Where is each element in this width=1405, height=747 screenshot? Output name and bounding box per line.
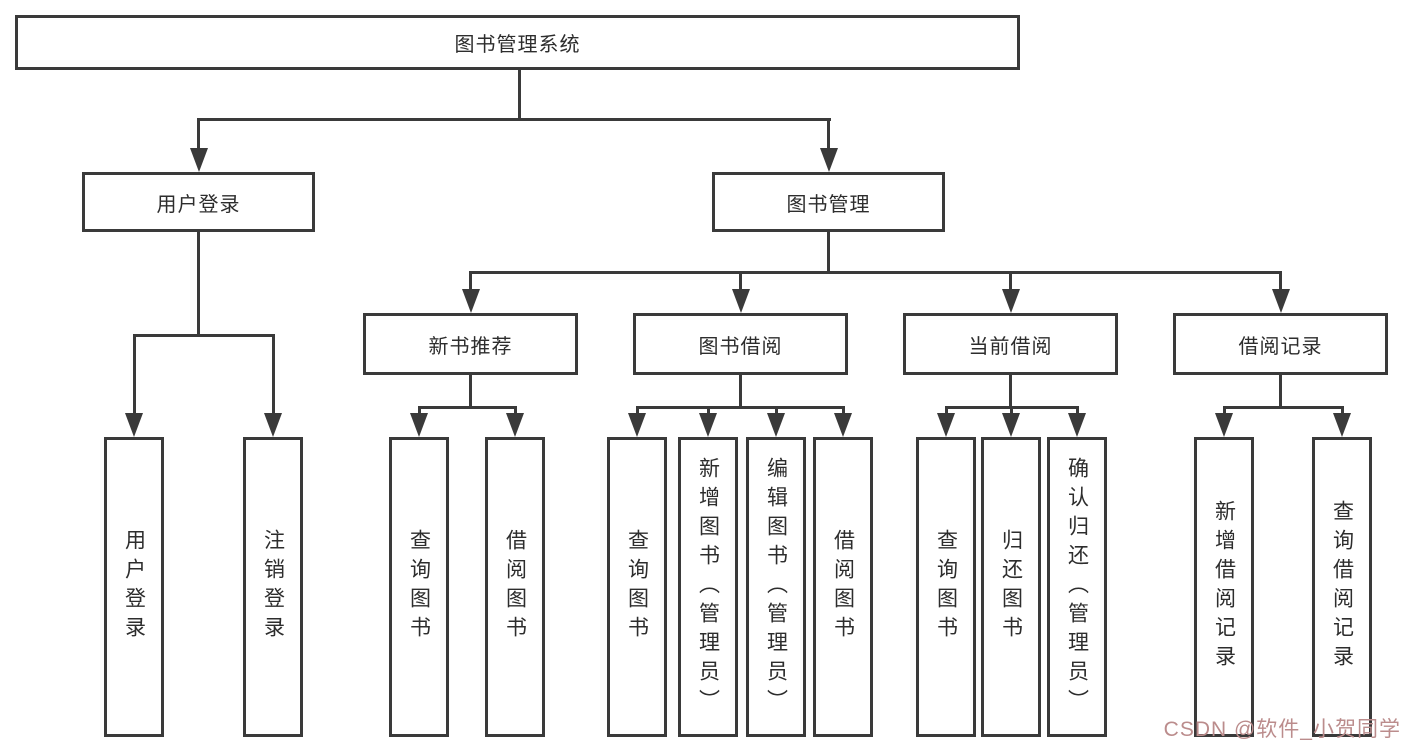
arrowhead-book-management: [820, 148, 838, 172]
leaf-label: 查询图书: [625, 529, 649, 645]
node-user-login: 用户登录: [82, 172, 315, 232]
connector-current-stem: [1009, 375, 1012, 408]
connector-drop: [418, 406, 421, 415]
leaf-confirm-return-admin: 确认归还（管理员）: [1047, 437, 1107, 737]
node-label: 图书管理系统: [454, 34, 581, 56]
connector-drop: [775, 406, 778, 415]
leaf-label: 编辑图书（管理员）: [764, 456, 788, 718]
connector-login-rail: [133, 334, 275, 337]
connector-drop-current: [1009, 271, 1012, 291]
connector-drop-leaf-logout: [272, 334, 275, 414]
arrowhead: [410, 413, 428, 437]
arrowhead: [1068, 413, 1086, 437]
leaf-add-borrow-record: 新增借阅记录: [1194, 437, 1254, 737]
connector-login-stem: [197, 232, 200, 336]
connector-drop-user-login: [197, 118, 200, 150]
node-borrow-records: 借阅记录: [1173, 313, 1388, 375]
leaf-label: 查询图书: [407, 529, 431, 645]
connector-drop: [945, 406, 948, 415]
leaf-label: 查询图书: [934, 529, 958, 645]
connector-drop: [514, 406, 517, 415]
leaf-label: 新增借阅记录: [1212, 500, 1236, 674]
connector-drop: [707, 406, 710, 415]
node-current-borrow: 当前借阅: [903, 313, 1118, 375]
connector-drop-borrow: [739, 271, 742, 291]
connector-drop: [842, 406, 845, 415]
arrowhead: [628, 413, 646, 437]
connector-management-stem: [827, 232, 830, 273]
arrowhead: [834, 413, 852, 437]
leaf-label: 确认归还（管理员）: [1065, 456, 1089, 718]
connector-drop: [1223, 406, 1226, 415]
arrowhead: [937, 413, 955, 437]
connector-borrow-stem: [739, 375, 742, 408]
connector-recommend-rail: [418, 406, 517, 409]
arrowhead-leaf-logout: [264, 413, 282, 437]
leaf-label: 查询借阅记录: [1330, 500, 1354, 674]
node-label: 新书推荐: [428, 335, 513, 358]
arrowhead-records: [1272, 289, 1290, 313]
node-label: 借阅记录: [1238, 335, 1323, 358]
arrowhead: [1215, 413, 1233, 437]
arrowhead: [1002, 413, 1020, 437]
leaf-return-books: 归还图书: [981, 437, 1041, 737]
connector-records-stem: [1279, 375, 1282, 408]
leaf-label: 借阅图书: [503, 529, 527, 645]
connector-drop-records: [1279, 271, 1282, 291]
leaf-label: 用户登录: [122, 529, 146, 645]
leaf-edit-books-admin: 编辑图书（管理员）: [746, 437, 806, 737]
connector-drop: [1076, 406, 1079, 415]
arrowhead-user-login: [190, 148, 208, 172]
connector-root-stem: [518, 70, 521, 120]
arrowhead: [699, 413, 717, 437]
leaf-add-books-admin: 新增图书（管理员）: [678, 437, 738, 737]
node-book-management: 图书管理: [712, 172, 945, 232]
leaf-label: 借阅图书: [831, 529, 855, 645]
connector-drop-leaf-login: [133, 334, 136, 414]
leaf-logout: 注销登录: [243, 437, 303, 737]
arrowhead: [506, 413, 524, 437]
connector-drop: [1010, 406, 1013, 415]
leaf-user-login: 用户登录: [104, 437, 164, 737]
csdn-watermark: CSDN @软件_小贺同学: [1163, 718, 1401, 741]
connector-drop-book-management: [827, 118, 830, 150]
connector-drop: [636, 406, 639, 415]
arrowhead-current: [1002, 289, 1020, 313]
node-label: 当前借阅: [968, 335, 1053, 358]
leaf-query-books-current: 查询图书: [916, 437, 976, 737]
connector-management-rail: [469, 271, 1282, 274]
leaf-label: 新增图书（管理员）: [696, 456, 720, 718]
connector-drop: [1341, 406, 1344, 415]
connector-drop-recommend: [469, 271, 472, 291]
node-label: 图书借阅: [698, 335, 783, 358]
leaf-borrow-books-recommend: 借阅图书: [485, 437, 545, 737]
arrowhead-leaf-login: [125, 413, 143, 437]
arrowhead: [767, 413, 785, 437]
leaf-label: 注销登录: [261, 529, 285, 645]
leaf-query-books-recommend: 查询图书: [389, 437, 449, 737]
leaf-label: 归还图书: [999, 529, 1023, 645]
arrowhead-recommend: [462, 289, 480, 313]
leaf-borrow-books: 借阅图书: [813, 437, 873, 737]
arrowhead: [1333, 413, 1351, 437]
node-book-borrow: 图书借阅: [633, 313, 848, 375]
connector-borrow-rail: [636, 406, 845, 409]
leaf-query-borrow-record: 查询借阅记录: [1312, 437, 1372, 737]
arrowhead-borrow: [732, 289, 750, 313]
leaf-query-books-borrow: 查询图书: [607, 437, 667, 737]
connector-root-rail: [197, 118, 831, 121]
connector-records-rail: [1223, 406, 1343, 409]
node-new-book-recommend: 新书推荐: [363, 313, 578, 375]
node-label: 图书管理: [786, 193, 871, 216]
node-library-management-system: 图书管理系统: [15, 15, 1020, 70]
node-label: 用户登录: [156, 193, 241, 216]
connector-recommend-stem: [469, 375, 472, 408]
